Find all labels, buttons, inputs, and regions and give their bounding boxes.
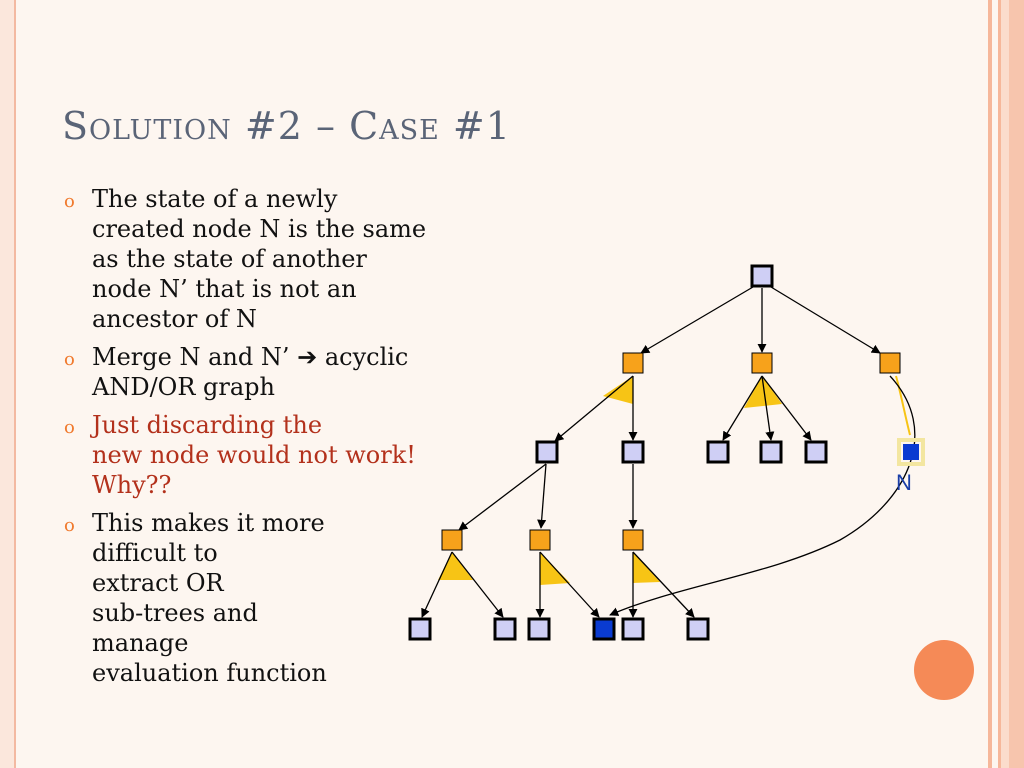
- bullet-line: This makes it more: [92, 509, 325, 537]
- edge: [761, 375, 812, 441]
- or-node: [408, 617, 432, 641]
- bullet-line: extract OR: [92, 569, 224, 597]
- edge: [770, 286, 881, 354]
- new-node-n-outline: [897, 438, 925, 466]
- bullet-marker-icon: o: [64, 191, 75, 212]
- and-nodes: [441, 352, 901, 551]
- bullet-text: This makes it more difficult to extract …: [92, 508, 492, 688]
- and-or-graph-diagram: N: [408, 264, 925, 641]
- bullet-line: difficult to: [92, 539, 218, 567]
- or-node: [804, 440, 828, 464]
- merged-node: [592, 617, 616, 641]
- bullet-marker-icon: o: [64, 515, 75, 536]
- edge: [761, 375, 775, 441]
- bullet-line: Just discarding the: [92, 411, 323, 439]
- bullet-line: as the state of another: [92, 245, 367, 273]
- edge: [537, 463, 547, 529]
- right-decor-stripes: [976, 0, 1024, 768]
- and-node: [751, 352, 773, 374]
- or-node-root: [750, 264, 774, 288]
- bullet-text-highlight: Just discarding the new node would not w…: [92, 410, 492, 500]
- or-node: [493, 617, 517, 641]
- bullet-line: manage: [92, 629, 189, 657]
- slide-title: Solution #2 – Case #1: [62, 104, 511, 148]
- or-node: [527, 617, 551, 641]
- new-node-n: [903, 444, 919, 460]
- or-nodes: [408, 264, 828, 641]
- bullet-item: o This makes it more difficult to extrac…: [62, 508, 492, 688]
- edge: [458, 463, 547, 531]
- and-node: [529, 529, 551, 551]
- bullet-line: new node would not work!: [92, 441, 416, 469]
- bullet-item: o The state of a newly created node N is…: [62, 184, 492, 334]
- bullet-line: node N’ that is not an: [92, 275, 357, 303]
- edge: [722, 375, 763, 441]
- merge-edge: [609, 375, 916, 616]
- graph-edges: [421, 286, 916, 618]
- and-wedge: [438, 552, 473, 580]
- bullet-list: o The state of a newly created node N is…: [62, 184, 492, 696]
- bullet-line: Why??: [92, 471, 172, 499]
- bullet-line: Merge N and N’ ➔ acyclic: [92, 343, 409, 371]
- bullet-marker-icon: o: [64, 417, 75, 438]
- edge: [632, 551, 695, 618]
- and-node: [622, 352, 644, 374]
- bullet-line: created node N is the same: [92, 215, 427, 243]
- edge: [421, 551, 453, 618]
- or-node: [686, 617, 710, 641]
- bullet-line: sub-trees and: [92, 599, 258, 627]
- and-wedge: [744, 376, 782, 408]
- bullet-item: o Just discarding the new node would not…: [62, 410, 492, 500]
- and-node: [622, 529, 644, 551]
- bullet-item: o Merge N and N’ ➔ acyclic AND/OR graph: [62, 342, 492, 402]
- bullet-text: The state of a newly created node N is t…: [92, 184, 492, 334]
- or-node: [621, 617, 645, 641]
- or-node: [759, 440, 783, 464]
- bullet-line: AND/OR graph: [92, 373, 275, 401]
- or-node: [535, 440, 559, 464]
- or-node: [706, 440, 730, 464]
- bullet-marker-icon: o: [64, 349, 75, 370]
- node-label-n: N: [896, 470, 912, 495]
- edge: [554, 375, 634, 442]
- and-wedge-trace: [895, 375, 911, 436]
- bullet-text: Merge N and N’ ➔ acyclic AND/OR graph: [92, 342, 492, 402]
- bullet-line: evaluation function: [92, 659, 327, 687]
- edge: [451, 551, 504, 618]
- and-node: [441, 529, 463, 551]
- and-node: [879, 352, 901, 374]
- decorative-circle: [914, 640, 974, 700]
- left-border: [0, 0, 16, 768]
- or-node: [621, 440, 645, 464]
- edge: [539, 551, 600, 618]
- bullet-line: ancestor of N: [92, 305, 257, 333]
- edge: [640, 286, 754, 354]
- bullet-line: The state of a newly: [92, 185, 338, 213]
